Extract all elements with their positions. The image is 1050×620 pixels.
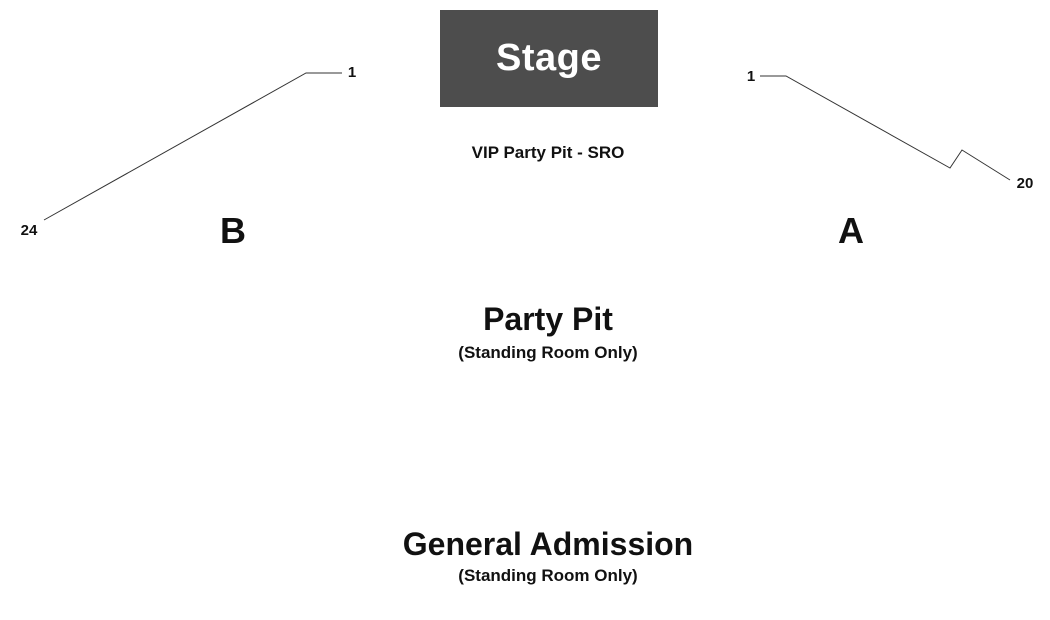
stage-label: Stage bbox=[496, 37, 602, 79]
section-b-row-first: 1 bbox=[347, 64, 357, 81]
section-b-row-last: 24 bbox=[20, 222, 38, 239]
general-admission-subtitle: (Standing Room Only) bbox=[458, 566, 638, 585]
party-pit-title[interactable]: Party Pit bbox=[483, 301, 613, 337]
section-a-row-last: 20 bbox=[1016, 175, 1034, 192]
section-a-row-line bbox=[760, 75, 1011, 181]
general-admission-title[interactable]: General Admission bbox=[402, 526, 694, 562]
vip-party-pit-area[interactable]: VIP Party Pit - SRO bbox=[471, 143, 625, 162]
party-pit-subtitle: (Standing Room Only) bbox=[458, 343, 638, 362]
stage[interactable]: Stage bbox=[440, 10, 658, 107]
section-a-row-first: 1 bbox=[746, 68, 756, 85]
section-b-row-line bbox=[43, 72, 342, 221]
section-b-label[interactable]: B bbox=[220, 210, 246, 251]
section-a-label[interactable]: A bbox=[838, 210, 864, 251]
